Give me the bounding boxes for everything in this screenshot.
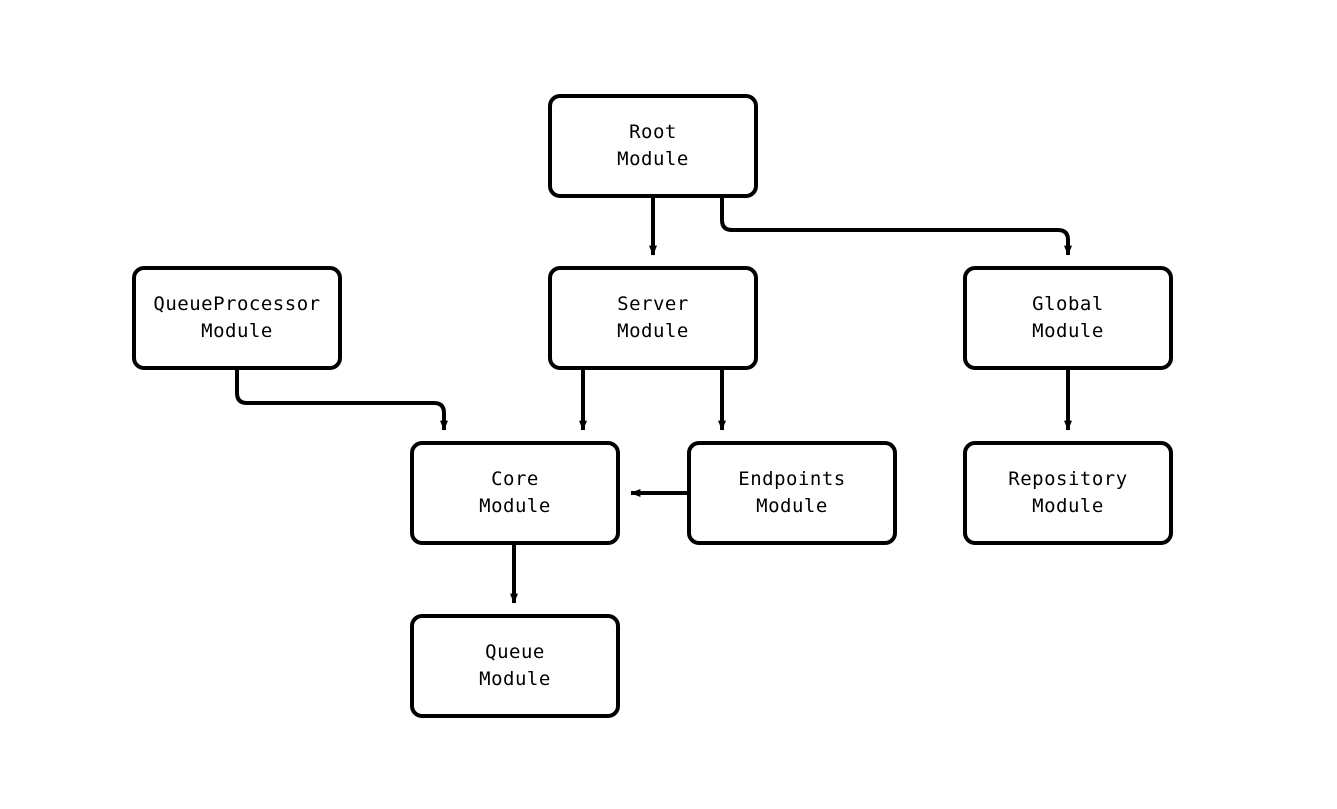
node-endpoints-line2: Module [756, 495, 828, 517]
node-root-line2: Module [617, 148, 689, 170]
node-core-line1: Core [491, 468, 539, 491]
node-queue-line2: Module [479, 668, 551, 690]
node-root-line1: Root [629, 121, 677, 144]
node-global-line1: Global [1032, 293, 1104, 316]
node-root[interactable]: Root Module [548, 94, 758, 198]
node-queue-line1: Queue [485, 641, 545, 664]
node-repository[interactable]: Repository Module [963, 441, 1173, 545]
edge-root-to-global [720, 198, 1072, 256]
node-queueprocessor-line2: Module [201, 320, 273, 342]
node-server[interactable]: Server Module [548, 266, 758, 370]
node-core[interactable]: Core Module [410, 441, 620, 545]
node-server-line1: Server [617, 293, 689, 316]
node-queueprocessor-line1: QueueProcessor [153, 293, 321, 316]
node-endpoints[interactable]: Endpoints Module [687, 441, 897, 545]
node-repository-line1: Repository [1008, 468, 1128, 491]
node-core-line2: Module [479, 495, 551, 517]
node-queue[interactable]: Queue Module [410, 614, 620, 718]
node-global[interactable]: Global Module [963, 266, 1173, 370]
node-endpoints-line1: Endpoints [738, 468, 846, 491]
node-global-line2: Module [1032, 320, 1104, 342]
node-server-line2: Module [617, 320, 689, 342]
node-repository-line2: Module [1032, 495, 1104, 517]
node-queueprocessor[interactable]: QueueProcessor Module [132, 266, 342, 370]
edge-queueprocessor-to-core [235, 370, 448, 431]
